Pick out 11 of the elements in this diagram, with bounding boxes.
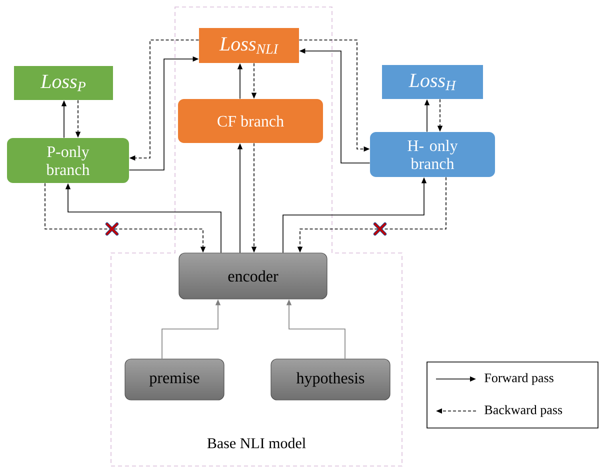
legend-label: Backward pass (484, 405, 562, 417)
input-box: hypothesis (270, 358, 390, 400)
branch-box: CF branch (178, 99, 323, 143)
loss-box: Loss$_{H}$ (382, 65, 483, 99)
branch-box: P-only branch (7, 138, 129, 183)
encoder-box: encoder (178, 252, 328, 300)
loss-box: Loss$_{P}$ (14, 66, 113, 100)
branch-box: H- only branch (370, 132, 495, 177)
legend-label: Forward pass (484, 373, 554, 385)
loss-box: Loss$_{NLI}$ (199, 28, 299, 63)
input-box: premise (124, 358, 224, 400)
